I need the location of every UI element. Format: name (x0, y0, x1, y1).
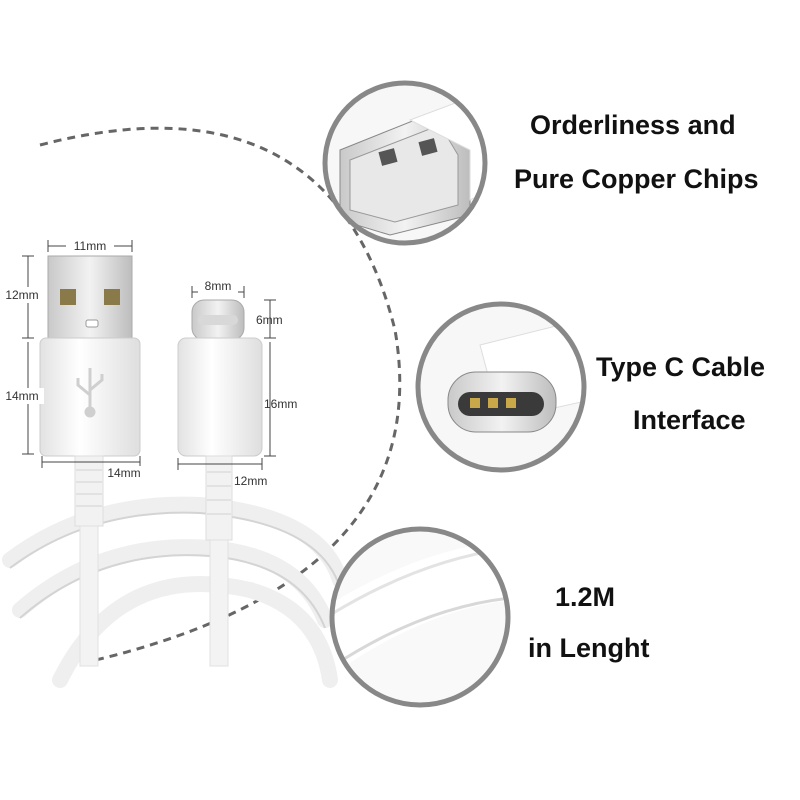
usb-a-connector (39, 255, 141, 667)
type-c-connector (177, 299, 263, 667)
detail-usb-a-closeup (322, 80, 488, 246)
dim-usb-head: 12mm (5, 288, 38, 302)
detail-type-c-closeup (415, 301, 587, 473)
cable-coil (2, 496, 348, 688)
dashed-arc (39, 126, 402, 670)
dim-typec-body-width: 12mm (234, 474, 267, 488)
dim-usb-body: 14mm (5, 389, 38, 403)
feature-1-line2: Pure Copper Chips (514, 164, 759, 194)
feature-2-line1: Type C Cable (596, 352, 766, 382)
detail-cable-closeup (329, 526, 511, 708)
dim-usb-body-width: 14mm (107, 466, 140, 480)
dim-usb-width: 11mm (74, 239, 106, 253)
dim-typec-body: 16mm (264, 397, 297, 411)
feature-1-line1: Orderliness and (530, 110, 736, 140)
dim-typec-width: 8mm (205, 279, 232, 293)
feature-2-line2: Interface (633, 405, 746, 435)
feature-3-line1: 1.2M (555, 582, 616, 612)
feature-3-line2: in Lenght (528, 633, 650, 663)
usb-symbol-icon (76, 368, 104, 418)
dim-typec-head: 6mm (256, 313, 283, 327)
